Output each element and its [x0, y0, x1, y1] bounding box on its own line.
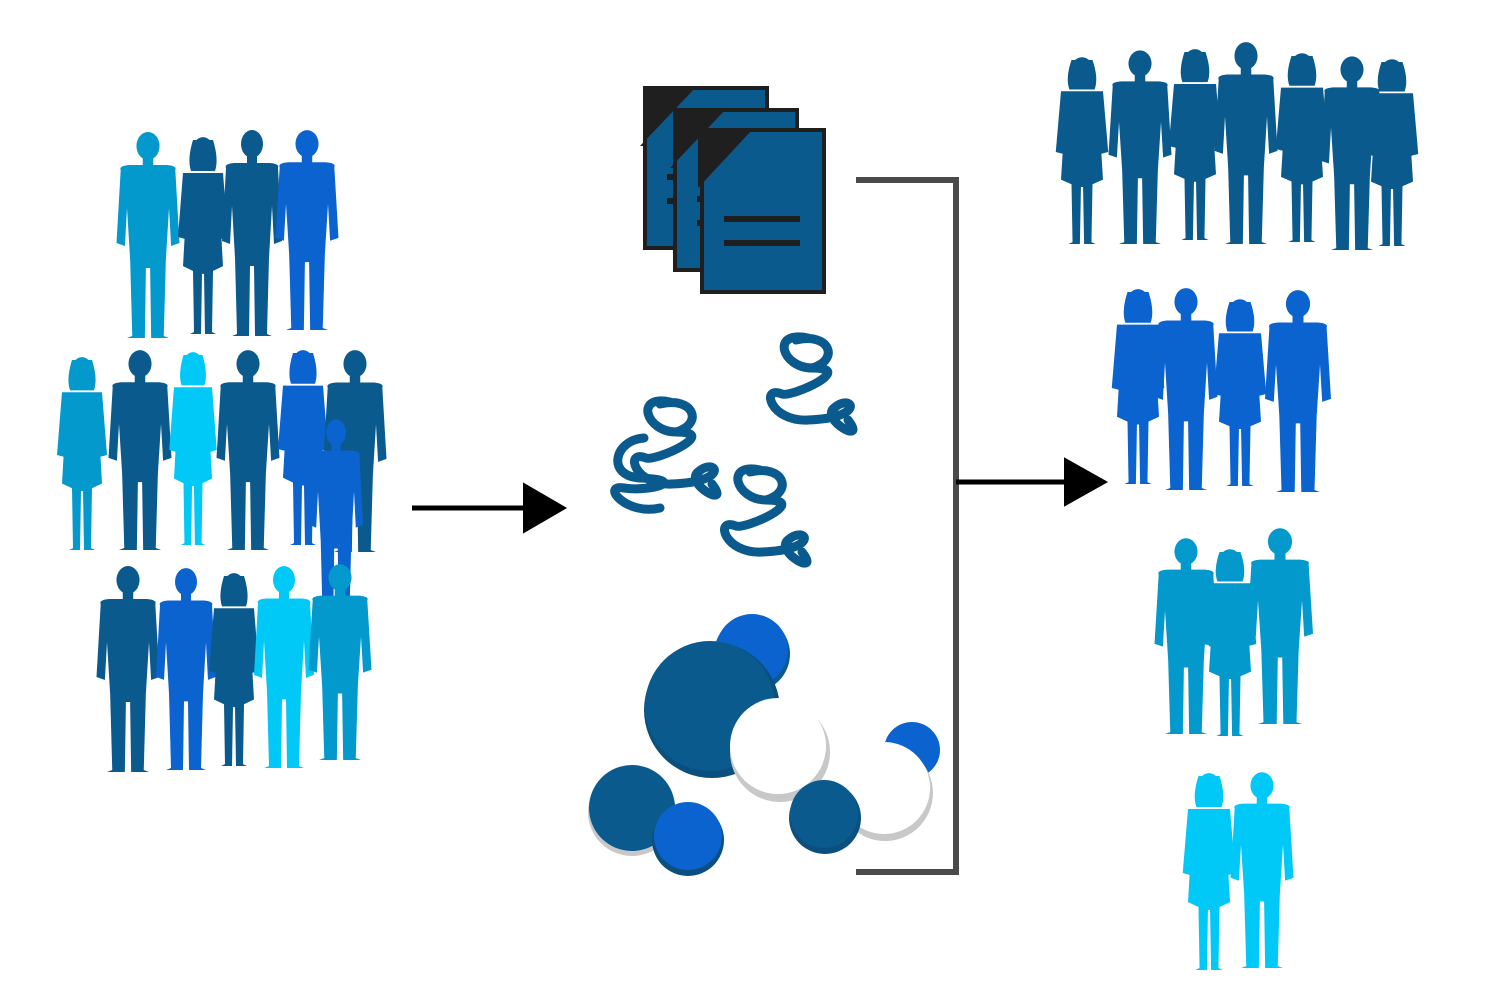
person-icon	[1265, 290, 1331, 492]
person-icon	[1182, 773, 1236, 970]
person-icon	[116, 132, 180, 338]
person-icon	[254, 566, 314, 768]
person-icon	[57, 357, 107, 550]
person-icon	[1108, 50, 1172, 245]
dna-helix-icon	[610, 332, 858, 568]
segment-royal	[1111, 288, 1331, 492]
person-icon	[209, 573, 259, 766]
person-icon	[1168, 49, 1222, 240]
person-icon	[1214, 42, 1278, 244]
person-icon	[275, 130, 339, 330]
person-icon	[1275, 53, 1329, 242]
person-icon	[1154, 288, 1218, 490]
person-icon	[156, 568, 216, 770]
person-icon	[1055, 57, 1109, 245]
documents-icon	[640, 86, 826, 294]
person-icon	[1230, 772, 1294, 968]
person-icon	[1365, 59, 1419, 247]
segment-cyan	[1182, 772, 1294, 970]
person-icon	[222, 130, 282, 336]
person-icon	[96, 566, 160, 772]
person-icon	[1213, 299, 1267, 486]
person-icon	[178, 137, 228, 334]
output-arrow	[956, 457, 1109, 507]
process-arrow	[412, 482, 568, 534]
person-icon	[169, 352, 217, 545]
person-icon	[216, 350, 280, 550]
people-row-1	[116, 130, 339, 338]
segment-navy	[1055, 42, 1419, 251]
person-icon	[308, 564, 372, 760]
clusters-icon	[588, 614, 940, 876]
segment-teal	[1154, 528, 1313, 736]
person-icon	[108, 350, 172, 550]
person-icon	[1247, 528, 1313, 724]
merge-bracket	[856, 177, 959, 875]
input-population-group	[57, 130, 387, 772]
output-segments	[1055, 42, 1419, 970]
